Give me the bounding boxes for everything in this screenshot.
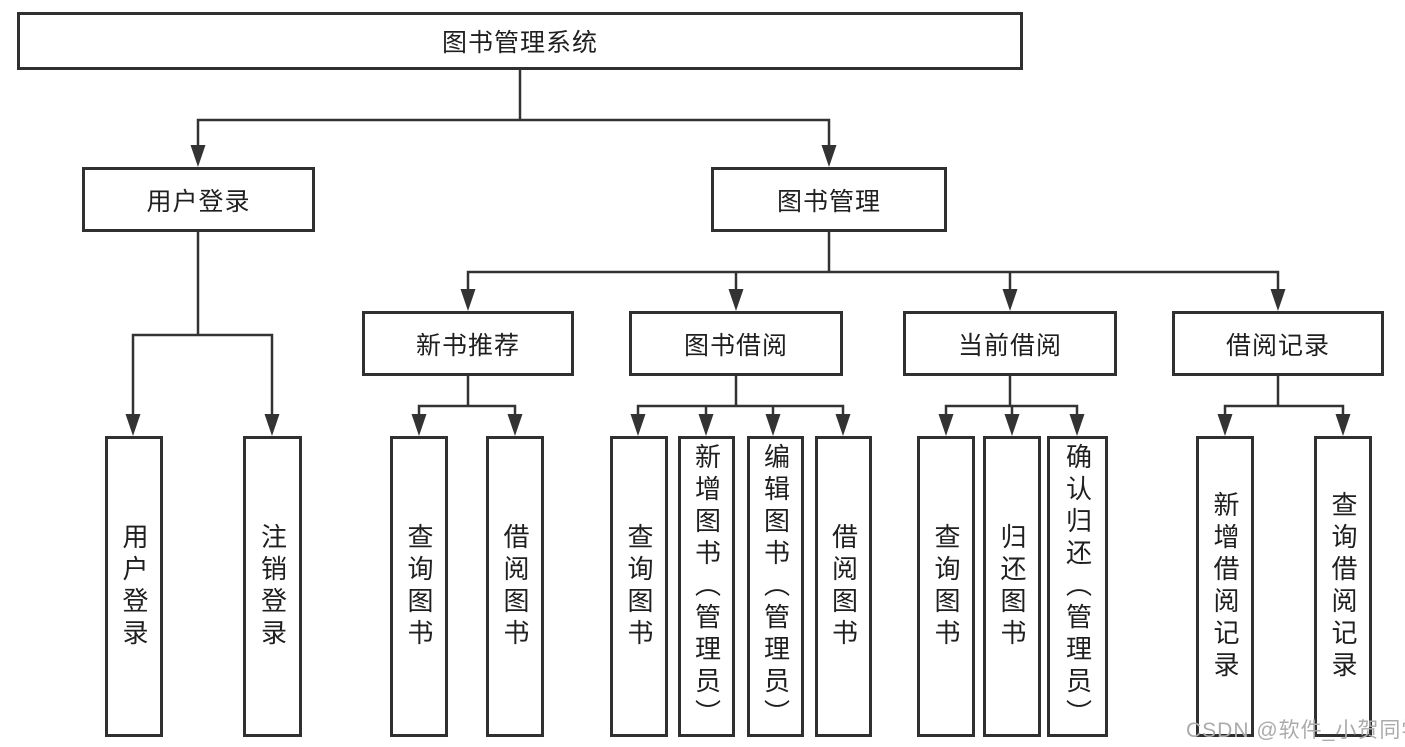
node-label: 用户登录 — [119, 522, 149, 651]
leaf-return-books: 归还图书 — [983, 436, 1041, 737]
node-label: 新增图书（管理员） — [691, 442, 722, 731]
connector-current-borrow-branch — [944, 376, 1079, 417]
connector-root-to-level2 — [196, 70, 831, 147]
node-root-system: 图书管理系统 — [17, 12, 1023, 70]
node-label: 归还图书 — [997, 522, 1027, 651]
node-label: 用户登录 — [146, 187, 251, 216]
node-label: 查询借阅记录 — [1328, 490, 1358, 683]
node-label: 图书管理系统 — [441, 29, 598, 57]
leaf-query-books-1: 查询图书 — [390, 436, 448, 737]
node-label: 新书推荐 — [415, 331, 520, 360]
node-new-book-recommend: 新书推荐 — [362, 311, 574, 376]
connector-new-book-branch — [417, 376, 517, 417]
node-label: 查询图书 — [404, 522, 434, 651]
connector-user-login-branch — [131, 232, 274, 418]
leaf-borrow-books-2: 借阅图书 — [815, 436, 872, 737]
leaf-query-books-2: 查询图书 — [610, 436, 668, 737]
leaf-logout: 注销登录 — [243, 436, 302, 737]
node-label: 借阅记录 — [1225, 331, 1330, 360]
node-book-management: 图书管理 — [711, 167, 947, 232]
csdn-watermark: CSDN @软件_小贺同学 — [1186, 719, 1405, 742]
leaf-edit-books-admin: 编辑图书（管理员） — [747, 436, 804, 737]
leaf-add-books-admin: 新增图书（管理员） — [678, 436, 735, 737]
connector-borrow-records-branch — [1223, 376, 1345, 417]
leaf-query-books-3: 查询图书 — [917, 436, 975, 737]
node-label: 借阅图书 — [828, 522, 859, 651]
node-label: 注销登录 — [257, 522, 288, 651]
leaf-user-login: 用户登录 — [105, 436, 163, 737]
node-label: 确认归还（管理员） — [1062, 442, 1093, 731]
node-label: 图书借阅 — [683, 331, 788, 360]
connector-book-borrow-branch — [636, 376, 845, 417]
leaf-query-borrow-record: 查询借阅记录 — [1314, 436, 1372, 737]
node-label: 借阅图书 — [500, 522, 530, 651]
node-label: 查询图书 — [624, 522, 654, 651]
leaf-confirm-return-admin: 确认归还（管理员） — [1047, 436, 1108, 737]
node-label: 图书管理 — [776, 187, 881, 216]
node-borrowing-records: 借阅记录 — [1172, 311, 1384, 376]
node-current-borrowing: 当前借阅 — [903, 311, 1117, 376]
node-label: 查询图书 — [931, 522, 961, 651]
leaf-borrow-books-1: 借阅图书 — [486, 436, 544, 737]
arrowheads — [125, 145, 1351, 436]
node-user-login-group: 用户登录 — [82, 167, 315, 232]
connector-book-mgmt-branch — [466, 232, 1280, 292]
node-label: 编辑图书（管理员） — [760, 442, 791, 731]
leaf-add-borrow-record: 新增借阅记录 — [1196, 436, 1254, 737]
node-label: 新增借阅记录 — [1210, 490, 1240, 683]
node-book-borrowing: 图书借阅 — [629, 311, 843, 376]
node-label: 当前借阅 — [957, 331, 1062, 360]
